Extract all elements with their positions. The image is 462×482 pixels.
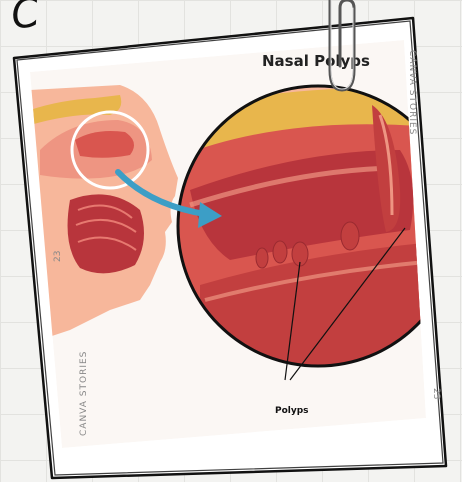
polyps-label: Polyps (275, 406, 309, 416)
watermark-brand-left: CANVA STORIES (79, 351, 89, 436)
header-fragment: C (8, 0, 42, 39)
watermark-brand-right: CANVA STORIES (407, 50, 417, 135)
watermark-number-left: 23 (53, 251, 63, 262)
watermark-number-right: 23 (431, 388, 441, 399)
nasal-polyps-illustration (30, 40, 460, 448)
